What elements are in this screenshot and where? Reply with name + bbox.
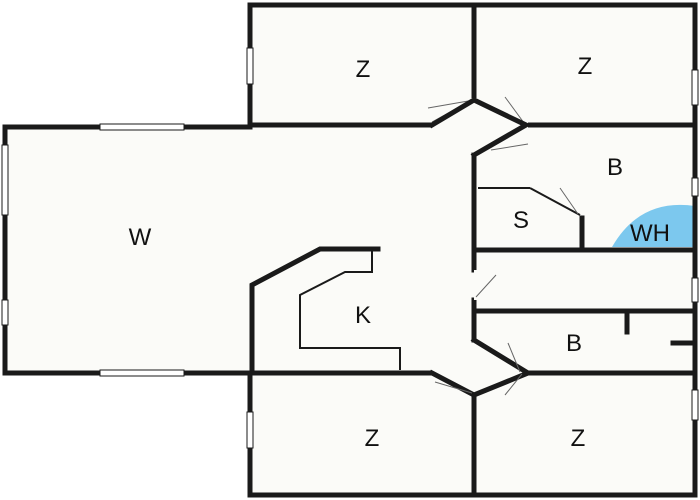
window — [246, 47, 254, 85]
room-label-b: B — [566, 330, 582, 357]
room-label-s: S — [513, 207, 529, 234]
room-label-k: K — [355, 302, 371, 329]
room-label-b: B — [607, 154, 623, 181]
window — [1, 299, 9, 326]
interior-walls — [247, 2, 698, 498]
room-label-z: Z — [571, 425, 586, 452]
window — [691, 389, 699, 421]
window — [99, 123, 185, 131]
window — [691, 69, 699, 106]
kitchen-counter — [249, 246, 401, 373]
window — [691, 277, 699, 303]
room-label-wh: WH — [630, 220, 670, 247]
window — [1, 144, 9, 216]
water-heater-icon — [612, 204, 695, 247]
window — [99, 369, 185, 377]
room-label-w: W — [129, 224, 152, 251]
room-label-z: Z — [365, 425, 380, 452]
room-label-z: Z — [578, 53, 593, 80]
door-leaf — [504, 373, 523, 396]
door-leaf — [507, 342, 521, 373]
door-leaf — [490, 143, 529, 151]
windows — [1, 47, 699, 449]
window — [691, 177, 699, 197]
door-leaf — [427, 99, 475, 109]
door-leaf — [475, 274, 497, 298]
room-label-z: Z — [356, 56, 371, 83]
door-leaf — [559, 187, 579, 215]
door-leaf — [434, 381, 473, 394]
doors — [427, 96, 579, 398]
window — [246, 411, 254, 449]
